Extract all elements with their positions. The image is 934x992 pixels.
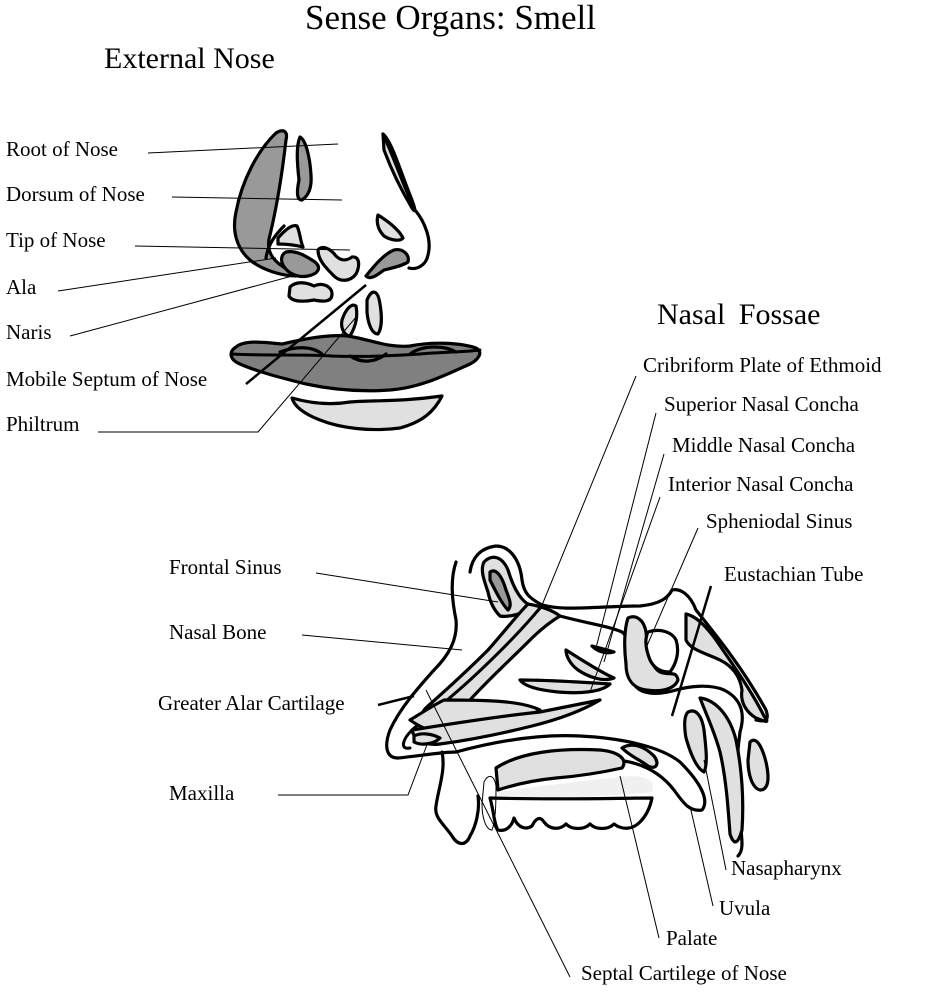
palate-outline: [454, 734, 707, 812]
nasal-fossae-drawing: [278, 375, 770, 978]
tongue-light: [494, 747, 626, 792]
chin-light: [290, 394, 444, 432]
label-superior-nasal-concha: Superior Nasal Concha: [664, 392, 859, 416]
maxilla-outline: [434, 750, 481, 846]
label-sphenoidal-sinus: Spheniodal Sinus: [706, 509, 853, 533]
external-nose-leaders: [57, 143, 367, 433]
page-title: Sense Organs: Smell: [305, 0, 597, 37]
label-frontal-sinus: Frontal Sinus: [169, 555, 282, 579]
middle-nasal-concha: [564, 648, 616, 682]
philtrum-right-light: [365, 290, 383, 336]
label-mobile-septum: Mobile Septum of Nose: [6, 367, 208, 391]
label-cribriform-plate: Cribriform Plate of Ethmoid: [643, 353, 882, 377]
label-palate: Palate: [666, 926, 718, 950]
label-naris: Naris: [6, 320, 52, 344]
forehead-line: [385, 560, 458, 760]
label-nasal-bone: Nasal Bone: [169, 620, 267, 644]
eustachian-leader: [670, 585, 713, 717]
external-nose-drawing: [57, 129, 482, 433]
nasal-fossae-heading: Nasal Fossae: [657, 298, 821, 331]
lip-line: [230, 348, 482, 358]
skull-outline: [468, 544, 769, 723]
label-philtrum: Philtrum: [6, 412, 80, 436]
soft-palate: [620, 743, 659, 769]
label-nasopharynx: Nasapharynx: [731, 856, 842, 880]
label-ala: Ala: [6, 275, 37, 299]
nose-tip-light-left: [276, 224, 305, 249]
label-root-of-nose: Root of Nose: [6, 137, 118, 161]
sphenoidal-sinus-cavity: [644, 628, 680, 674]
lip-inner-curves: [278, 345, 458, 363]
pharynx-wall-light: [684, 612, 769, 724]
nose-nostril-light: [287, 281, 334, 303]
eustachian-tube: [683, 709, 708, 774]
incisor: [481, 776, 497, 831]
label-eustachian-tube: Eustachian Tube: [724, 562, 864, 586]
nose-ala-left-dark: [279, 250, 321, 279]
frontal-sinus-inner: [488, 569, 512, 612]
superior-nasal-concha: [590, 644, 616, 655]
teeth: [488, 796, 654, 832]
nose-tip-light-center: [316, 245, 361, 282]
interior-nasal-concha: [518, 678, 612, 695]
label-dorsum-of-nose: Dorsum of Nose: [6, 182, 145, 206]
lower-jaw-light: [498, 776, 654, 798]
label-tip-of-nose: Tip of Nose: [6, 228, 106, 252]
nose-right-spot: [375, 213, 405, 242]
label-middle-nasal-concha: Middle Nasal Concha: [672, 433, 856, 457]
label-maxilla: Maxilla: [169, 781, 235, 805]
palate-plate: [410, 698, 602, 746]
nose-ala-right-dark: [364, 248, 410, 280]
nose-bridge-strip: [295, 135, 313, 202]
sphenoidal-sinus: [623, 615, 680, 693]
external-nose-heading: External Nose: [104, 42, 275, 75]
nose-right-outline: [381, 132, 431, 271]
nasopharynx-light: [698, 696, 745, 844]
lips: [229, 334, 482, 393]
nasal-fossae-leaders: [278, 375, 727, 978]
posterior-light-drop: [746, 738, 770, 792]
label-uvula: Uvula: [719, 896, 771, 920]
label-interior-nasal-concha: Interior Nasal Concha: [668, 472, 854, 496]
maxilla-small: [412, 732, 442, 746]
label-septal-cartilage: Septal Cartilege of Nose: [581, 961, 787, 985]
label-greater-alar-cartilage: Greater Alar Cartilage: [158, 691, 345, 715]
nose-tip-curve: [264, 224, 286, 260]
